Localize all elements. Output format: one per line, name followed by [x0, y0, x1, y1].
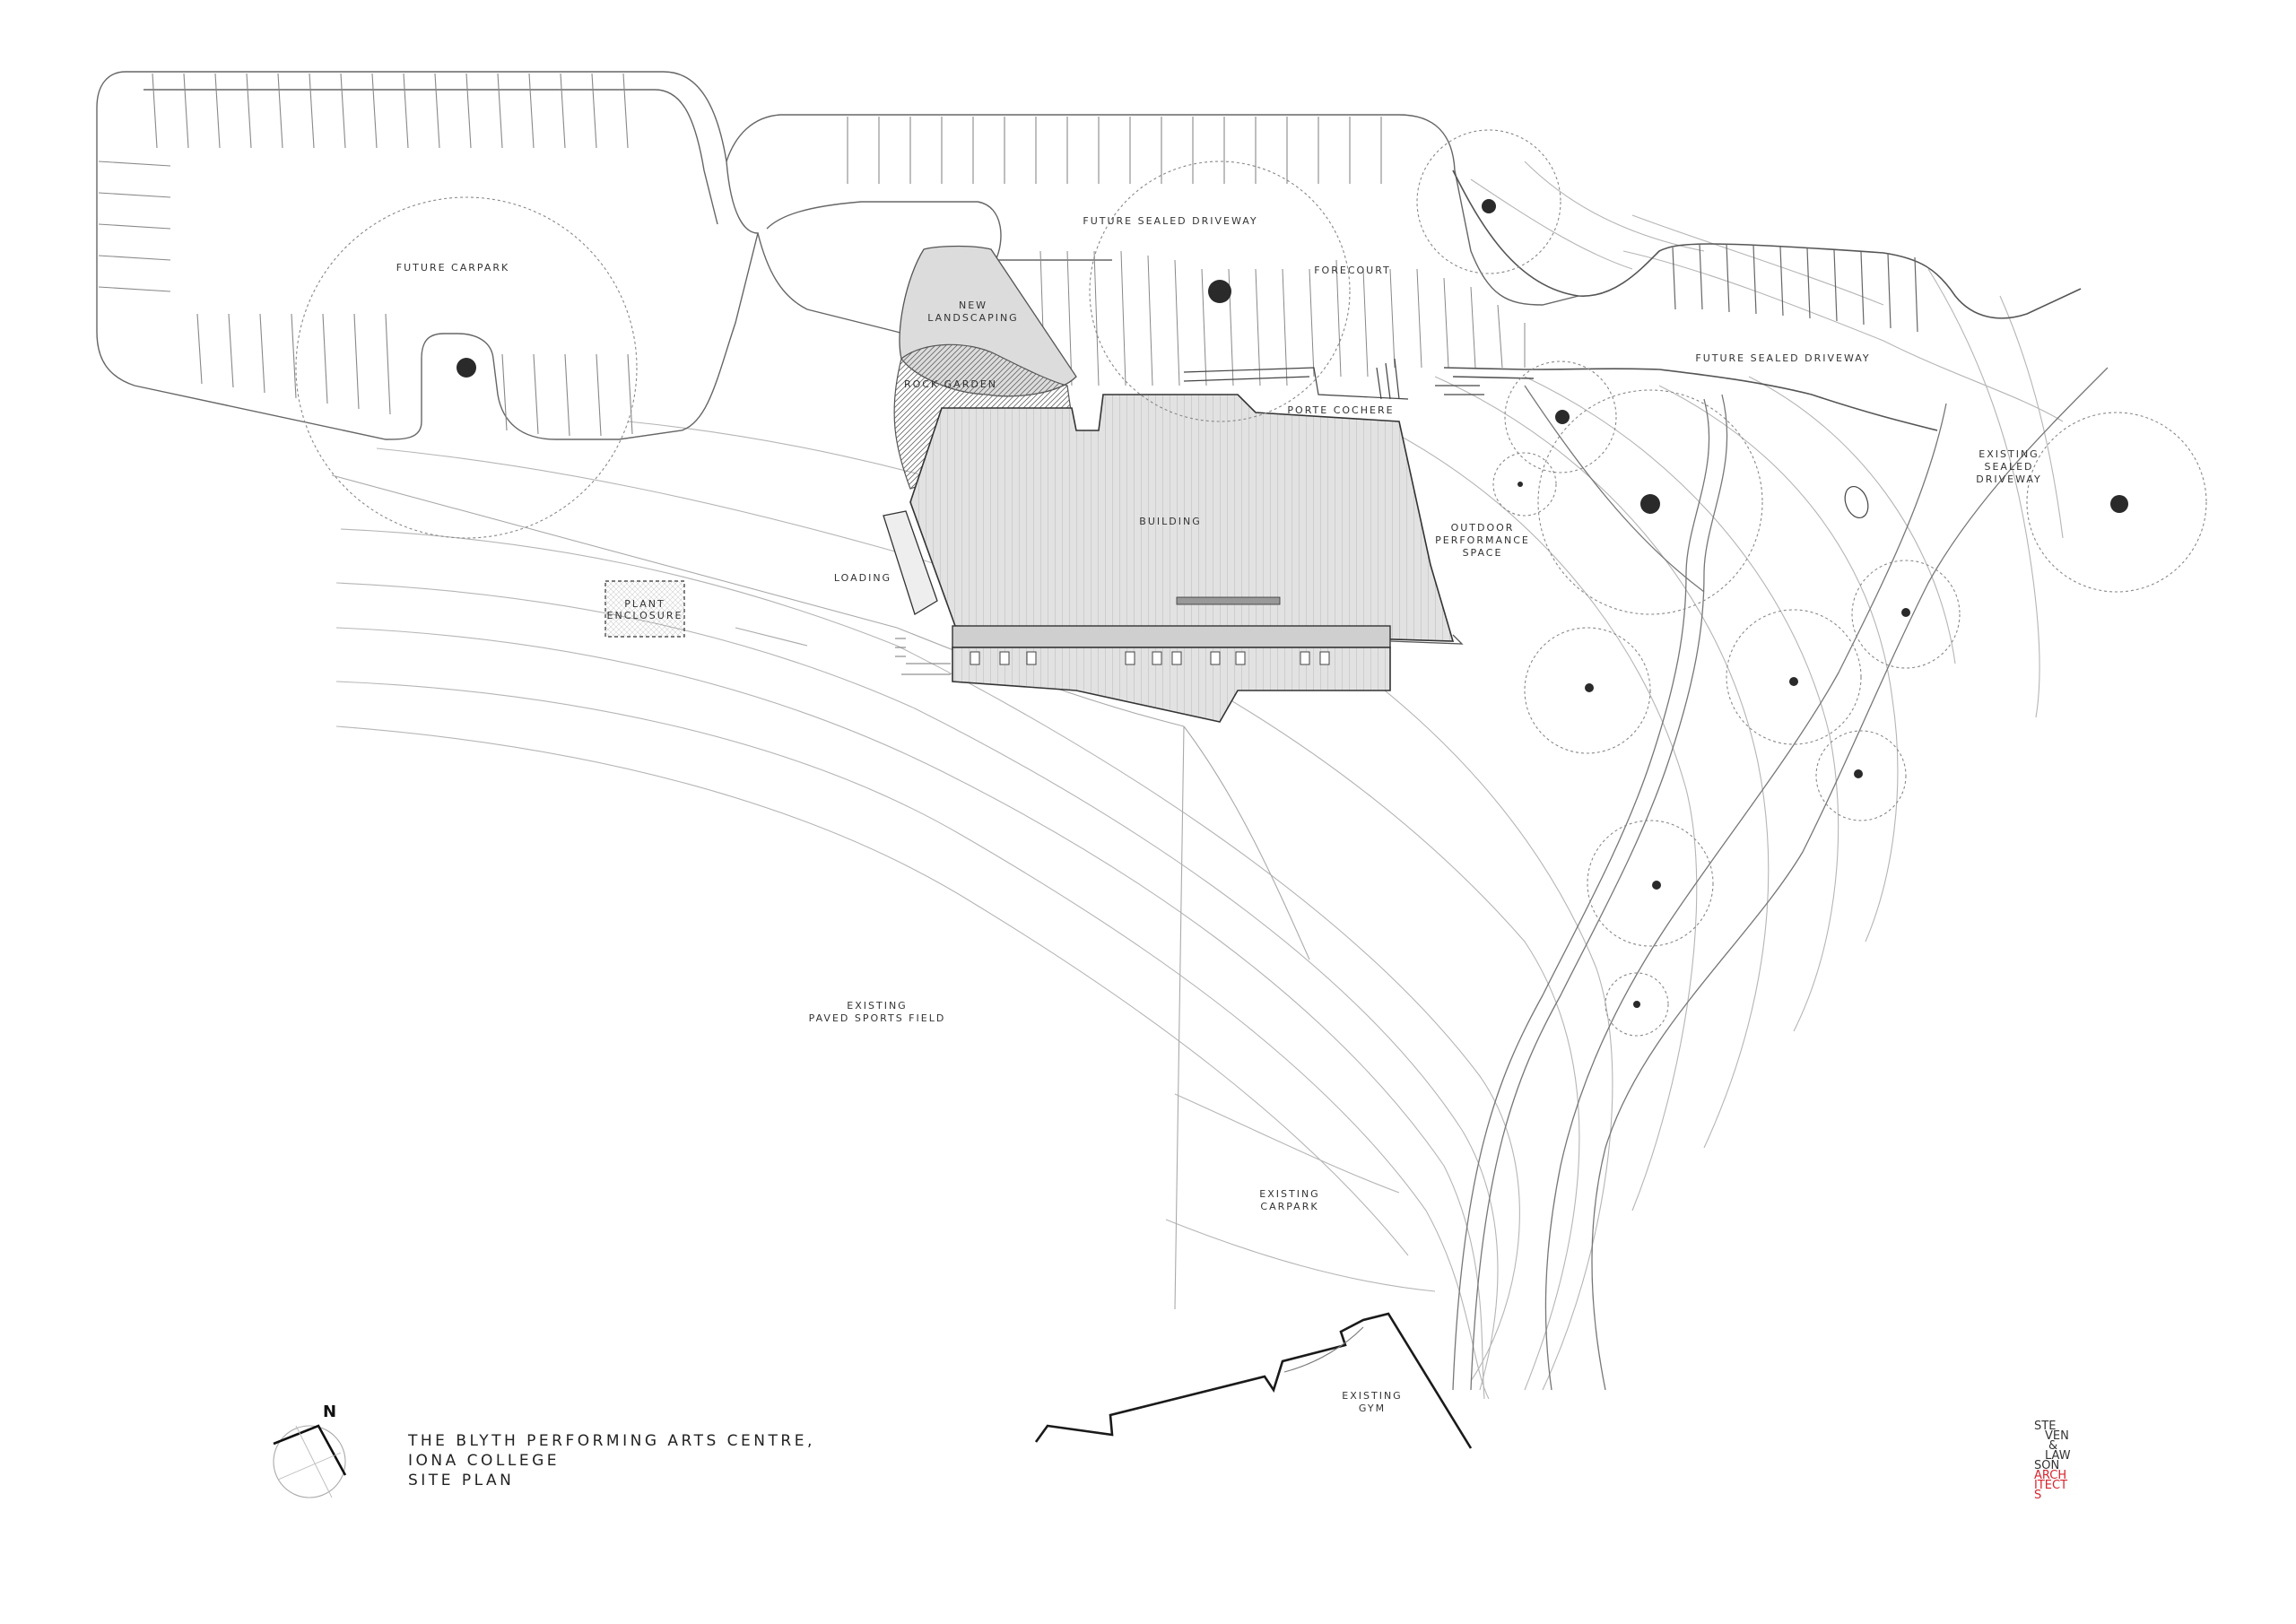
- loading-dock: [883, 510, 938, 615]
- porte-cochere-steps: [1183, 358, 1484, 400]
- parking-stalls-left: [98, 73, 633, 437]
- tree-trunks: [457, 199, 2128, 1008]
- label-new-landscaping-2: LANDSCAPING: [927, 312, 1018, 324]
- label-rock-garden: ROCK GARDEN: [904, 378, 997, 390]
- logo-line-1: STE: [2034, 1420, 2056, 1433]
- label-outdoor-performance-2: PERFORMANCE: [1435, 534, 1530, 546]
- future-carpark-area: [96, 71, 759, 440]
- north-arrow-circle: [273, 1425, 346, 1498]
- loading-ramp: [895, 638, 951, 675]
- existing-curved-driveway: [1452, 367, 2109, 1391]
- building-footprint: [883, 245, 1484, 723]
- existing-gym-outline-2: [1283, 1326, 1364, 1373]
- north-label: N: [323, 1403, 336, 1421]
- title-block: THE BLYTH PERFORMING ARTS CENTRE, IONA C…: [407, 1432, 815, 1489]
- label-existing-sealed-driveway-3: DRIVEWAY: [1976, 473, 2042, 485]
- label-new-landscaping-1: NEW: [959, 300, 987, 311]
- logo-line-7: ITECT: [2034, 1479, 2067, 1492]
- title-line-2: IONA COLLEGE: [408, 1452, 560, 1470]
- label-plant-enclosure-2: ENCLOSURE: [607, 610, 683, 621]
- logo-line-2: VEN: [2045, 1429, 2069, 1443]
- label-future-carpark: FUTURE CARPARK: [396, 262, 509, 274]
- building-skylight: [1176, 596, 1281, 605]
- label-outdoor-performance-3: SPACE: [1463, 547, 1503, 559]
- north-arrow: N: [273, 1403, 347, 1498]
- logo-line-3: &: [2048, 1439, 2057, 1453]
- label-existing-sealed-driveway-1: EXISTING: [1979, 448, 2039, 460]
- future-sealed-driveway-top: [726, 114, 1579, 346]
- label-existing-sealed-driveway-2: SEALED: [1984, 461, 2033, 473]
- title-line-1: THE BLYTH PERFORMING ARTS CENTRE,: [407, 1432, 815, 1450]
- north-arrow-guide: [277, 1425, 342, 1498]
- architect-logo: STE VEN & LAW SON ARCH ITECT S: [2034, 1420, 2071, 1502]
- logo-line-8: S: [2034, 1489, 2041, 1502]
- plant-enclosure: [604, 580, 685, 638]
- logo-line-5: SON: [2034, 1459, 2059, 1472]
- pond-ellipse: [1844, 485, 1869, 519]
- title-line-3: SITE PLAN: [408, 1472, 514, 1489]
- label-sports-field-1: EXISTING: [847, 1000, 907, 1012]
- parking-stalls-top: [847, 117, 1382, 184]
- existing-gym-outline: [1034, 1312, 1473, 1449]
- logo-line-6: ARCH: [2034, 1469, 2066, 1482]
- north-arrow-icon: [273, 1424, 347, 1476]
- building-lower-wing: [952, 647, 1391, 723]
- label-existing-carpark-1: EXISTING: [1259, 1188, 1319, 1200]
- tree-canopies: [295, 129, 2207, 1037]
- label-building: BUILDING: [1139, 516, 1201, 527]
- parking-stalls-right: [1672, 243, 1918, 333]
- building-windows: [970, 651, 1330, 665]
- label-porte-cochere: PORTE COCHERE: [1287, 404, 1394, 416]
- contour-lines: [335, 161, 2064, 1400]
- plan-labels: FUTURE CARPARK FUTURE SEALED DRIVEWAY NE…: [396, 215, 2042, 1414]
- label-existing-carpark-2: CARPARK: [1260, 1201, 1318, 1212]
- label-outdoor-performance-1: OUTDOOR: [1451, 522, 1515, 534]
- building-band: [952, 625, 1391, 648]
- label-plant-enclosure-1: PLANT: [624, 598, 665, 610]
- logo-line-4: LAW: [2045, 1449, 2071, 1463]
- label-future-sealed-driveway-right: FUTURE SEALED DRIVEWAY: [1695, 352, 1870, 364]
- outdoor-terrace-edge: [1389, 634, 1464, 645]
- label-sports-field-2: PAVED SPORTS FIELD: [809, 1012, 946, 1024]
- label-existing-gym-2: GYM: [1359, 1403, 1386, 1414]
- label-future-sealed-driveway-top: FUTURE SEALED DRIVEWAY: [1083, 215, 1257, 227]
- label-existing-gym-1: EXISTING: [1342, 1390, 1402, 1402]
- future-sealed-driveway-right: [1443, 169, 2082, 431]
- label-forecourt: FORECOURT: [1314, 265, 1391, 276]
- label-loading: LOADING: [834, 572, 891, 584]
